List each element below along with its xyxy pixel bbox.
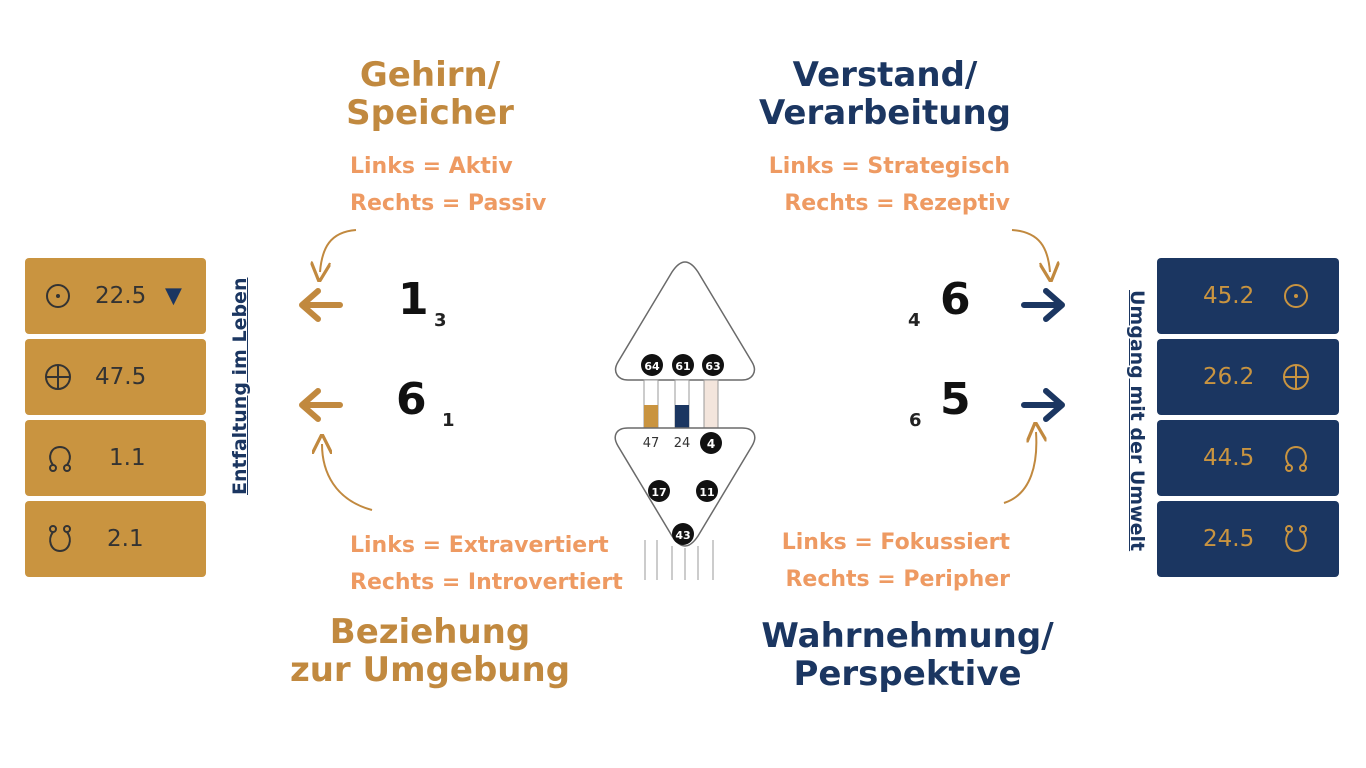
gate-label: 47: [643, 436, 660, 451]
variable-top-right-main: 6: [940, 274, 971, 325]
variable-bottom-left-sub: 1: [442, 410, 455, 431]
curve-arrow-top-right: [1011, 229, 1050, 272]
gate-label: 64: [644, 360, 660, 373]
north-node-icon: [49, 445, 71, 472]
heading-line: Gehirn/: [359, 55, 501, 95]
gate-label: 43: [675, 529, 690, 542]
north-node-icon: [1285, 445, 1307, 472]
arrow-left-icon: [299, 288, 343, 322]
note-top-right: Links = Strategisch Rechts = Rezeptiv: [740, 148, 1010, 222]
left-panel-row-south-node: 2.1: [25, 501, 206, 577]
note-bottom-left: Links = Extravertiert Rechts = Introvert…: [350, 527, 623, 601]
left-panel-row-earth: 47.5: [25, 339, 206, 415]
note-line: Rechts = Introvertiert: [350, 570, 623, 595]
note-line: Links = Strategisch: [768, 154, 1010, 179]
side-label-left: Entfaltung im Leben: [229, 277, 251, 495]
right-panel-row-earth: 26.2: [1157, 339, 1339, 415]
gate-circle: [702, 354, 724, 376]
panel-value: 44.5: [1203, 445, 1255, 471]
heading-line: Speicher: [346, 93, 514, 133]
right-panel-row-south-node: 24.5: [1157, 501, 1339, 577]
gate-label: 4: [707, 437, 715, 451]
side-label-right: Umgang mit der Umwelt: [1126, 290, 1148, 552]
gate-circle: [672, 354, 694, 376]
heading-line: Verstand/: [792, 55, 978, 95]
ajna-center: [614, 427, 756, 547]
note-line: Rechts = Passiv: [350, 191, 547, 216]
heading-line: Perspektive: [793, 654, 1022, 694]
gate-circle: [672, 523, 694, 545]
note-top-left: Links = Aktiv Rechts = Passiv: [350, 148, 546, 222]
heading-wahrnehmung-perspektive: Wahrnehmung/ Perspektive: [740, 617, 1075, 693]
sun-icon: [1284, 284, 1308, 308]
left-panel-row-north-node: 1.1: [25, 420, 206, 496]
variable-bottom-left-main: 6: [396, 374, 427, 425]
panel-value: 45.2: [1203, 283, 1255, 309]
right-panel-row-north-node: 44.5: [1157, 420, 1339, 496]
note-bottom-right: Links = Fokussiert Rechts = Peripher: [740, 524, 1010, 598]
gate-circle: [696, 480, 718, 502]
variable-bottom-right-sub: 6: [909, 410, 922, 431]
variable-top-left-sub: 3: [434, 310, 447, 331]
south-node-icon: [49, 525, 71, 553]
panel-value: 26.2: [1203, 364, 1255, 390]
panel-value: 24.5: [1203, 526, 1255, 552]
panel-value: 47.5: [95, 364, 147, 390]
heading-gehirn-speicher: Gehirn/ Speicher: [330, 56, 530, 132]
gate-label: 17: [651, 486, 666, 499]
note-line: Rechts = Peripher: [785, 567, 1010, 592]
panel-value: 1.1: [109, 445, 146, 471]
gate-circle: [648, 480, 670, 502]
heading-line: Wahrnehmung/: [761, 616, 1054, 656]
left-panel-row-sun: 22.5 ▼: [25, 258, 206, 334]
arrow-right-icon: [1021, 288, 1065, 322]
note-line: Links = Extravertiert: [350, 533, 609, 558]
heading-line: Beziehung: [329, 612, 531, 652]
note-line: Rechts = Rezeptiv: [784, 191, 1010, 216]
bodygraph: 64 61 63 47 24 4 17 11 43: [614, 261, 756, 580]
heading-beziehung-umgebung: Beziehung zur Umgebung: [270, 613, 590, 689]
variable-top-left-main: 1: [398, 274, 429, 325]
note-line: Links = Fokussiert: [781, 530, 1010, 555]
note-line: Links = Aktiv: [350, 154, 513, 179]
heading-verstand-verarbeitung: Verstand/ Verarbeitung: [745, 56, 1025, 132]
heading-line: Verarbeitung: [758, 93, 1012, 133]
earth-icon: [1283, 364, 1309, 390]
sun-icon: [46, 284, 70, 308]
caret-down-icon: ▼: [165, 283, 182, 309]
arrow-right-icon: [1021, 388, 1065, 422]
south-node-icon: [1285, 525, 1307, 553]
gate-label: 61: [675, 360, 690, 373]
curve-arrow-bottom-right: [1003, 432, 1036, 504]
arrow-left-icon: [299, 388, 343, 422]
channel-fill-navy: [675, 405, 689, 430]
panel-value: 2.1: [107, 526, 144, 552]
variable-bottom-right-main: 5: [940, 374, 971, 425]
gate-circle: [700, 432, 722, 454]
panel-value: 22.5: [95, 283, 147, 309]
channel-fill-gold: [644, 405, 658, 430]
gate-label: 11: [699, 486, 714, 499]
right-panel-row-sun: 45.2: [1157, 258, 1339, 334]
gate-circle: [641, 354, 663, 376]
curve-arrow-top-left: [320, 229, 357, 272]
gate-label: 63: [705, 360, 720, 373]
curve-arrow-bottom-left: [322, 444, 373, 511]
earth-icon: [45, 364, 71, 390]
variable-top-right-sub: 4: [908, 310, 921, 331]
heading-line: zur Umgebung: [289, 650, 571, 690]
gate-label: 24: [674, 436, 691, 451]
